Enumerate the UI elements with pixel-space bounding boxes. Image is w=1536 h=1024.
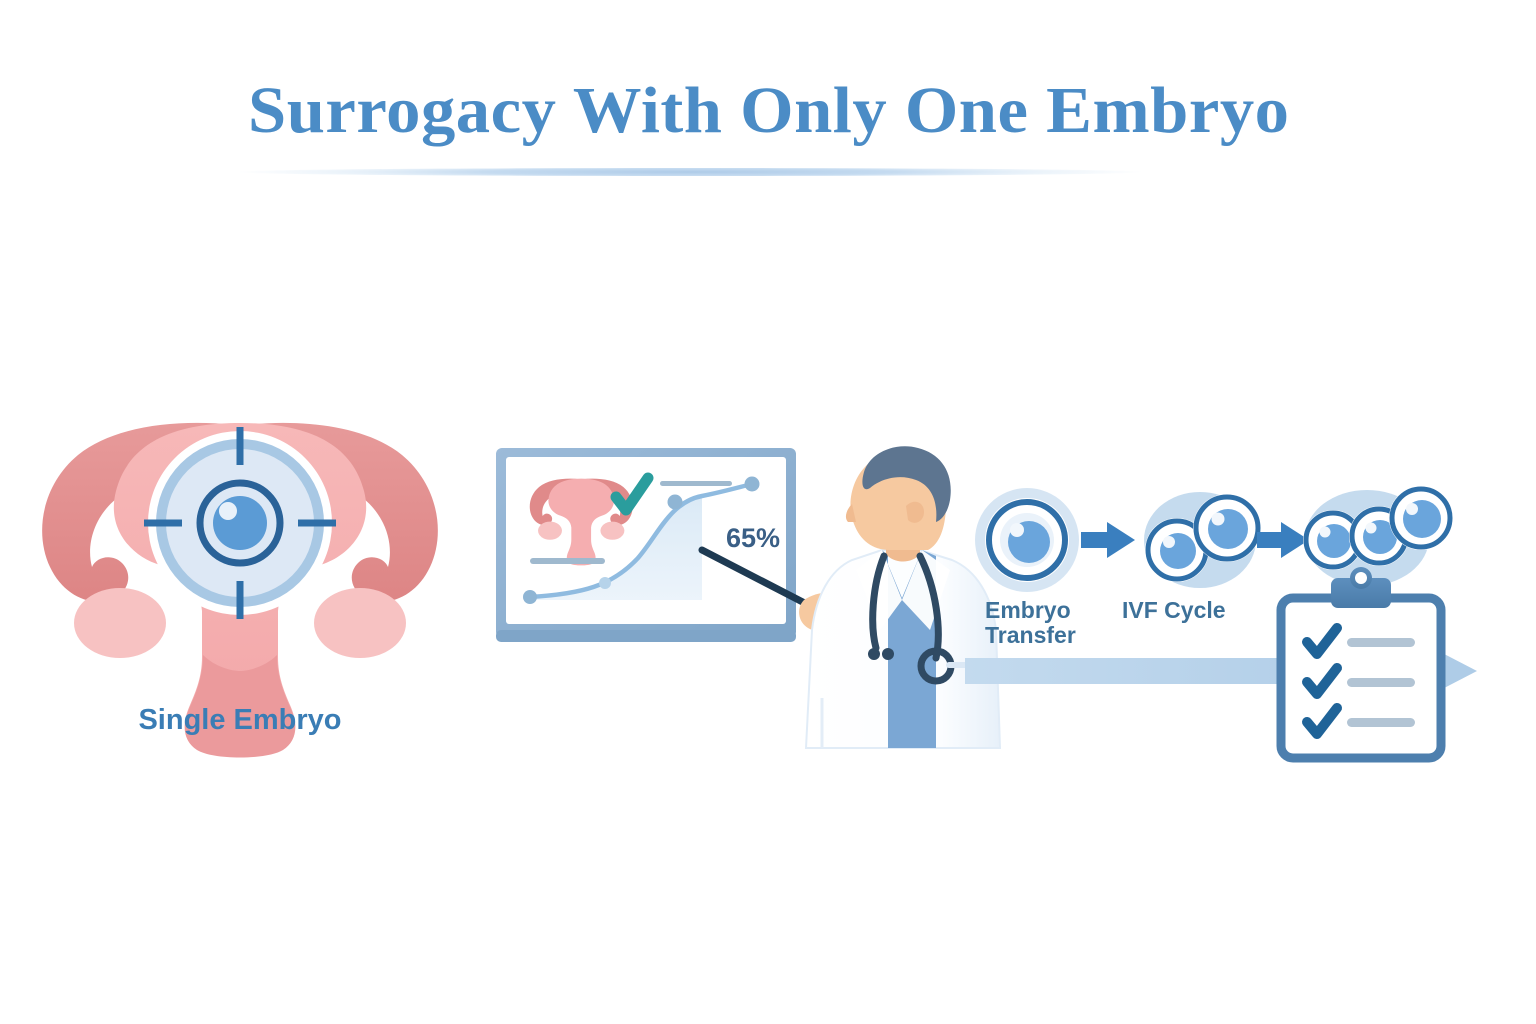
doctor-ear [906, 501, 924, 523]
step-label-embryo-transfer: Embryo Transfer [985, 597, 1076, 648]
check-icon [610, 472, 654, 516]
board-base [496, 630, 796, 642]
placeholder-line-bottom [530, 558, 605, 564]
step-label-ivf-cycle: IVF Cycle [1122, 597, 1226, 623]
process-arrow [1081, 522, 1135, 558]
single-cell-embryo-icon [975, 488, 1079, 592]
checklist-line [1347, 718, 1415, 727]
uterus-icon [529, 478, 633, 566]
pointer-stick [698, 546, 826, 616]
presentation-board [490, 440, 820, 655]
cervix [184, 655, 296, 758]
stethoscope-left-tube [869, 552, 888, 652]
check-icon [1302, 663, 1342, 699]
chart-area-fill [530, 496, 702, 600]
check-icon [1302, 623, 1342, 659]
crosshair-ticks [144, 427, 336, 619]
chart-point [599, 577, 611, 589]
embryo-cell [213, 496, 267, 550]
chart-point [744, 476, 760, 492]
stethoscope-earpiece [882, 648, 894, 660]
three-cell-embryo-icon [1303, 486, 1453, 586]
check-icon [1302, 703, 1342, 739]
chart-percent-label: 65% [726, 523, 781, 553]
stethoscope-earpiece [868, 648, 880, 660]
embryo-outer-ring [196, 479, 284, 567]
checklist-line [1347, 678, 1415, 687]
chart-line [527, 481, 755, 600]
right-ovary [314, 588, 406, 658]
clipboard-checklist-icon [1276, 567, 1446, 763]
embryo-nucleus-highlight [219, 502, 237, 520]
single-embryo-caption: Single Embryo [138, 704, 342, 736]
chart-point [667, 494, 683, 510]
two-cell-embryo-icon [1144, 492, 1261, 588]
process-arrow [1257, 522, 1309, 558]
doctor-illustration [698, 430, 1050, 780]
doctor-with-pointer [698, 446, 1002, 749]
coat-lapel-left [856, 550, 902, 630]
uterus-with-target-crosshair [42, 422, 438, 758]
doctor-hair [862, 446, 951, 522]
whiteboard-chart [496, 448, 796, 642]
placeholder-line-top [660, 481, 732, 486]
chart-point [523, 590, 537, 604]
single-embryo-illustration [20, 405, 460, 770]
doctor-nose [845, 504, 856, 522]
coat-lapel-right [902, 550, 950, 630]
checklist-line [1347, 638, 1415, 647]
process-diagram [965, 486, 1477, 763]
title-divider [236, 168, 1144, 176]
left-ovary [74, 588, 166, 658]
ivf-process-flow [955, 470, 1495, 770]
page-title: Surrogacy With Only One Embryo [248, 74, 1290, 147]
